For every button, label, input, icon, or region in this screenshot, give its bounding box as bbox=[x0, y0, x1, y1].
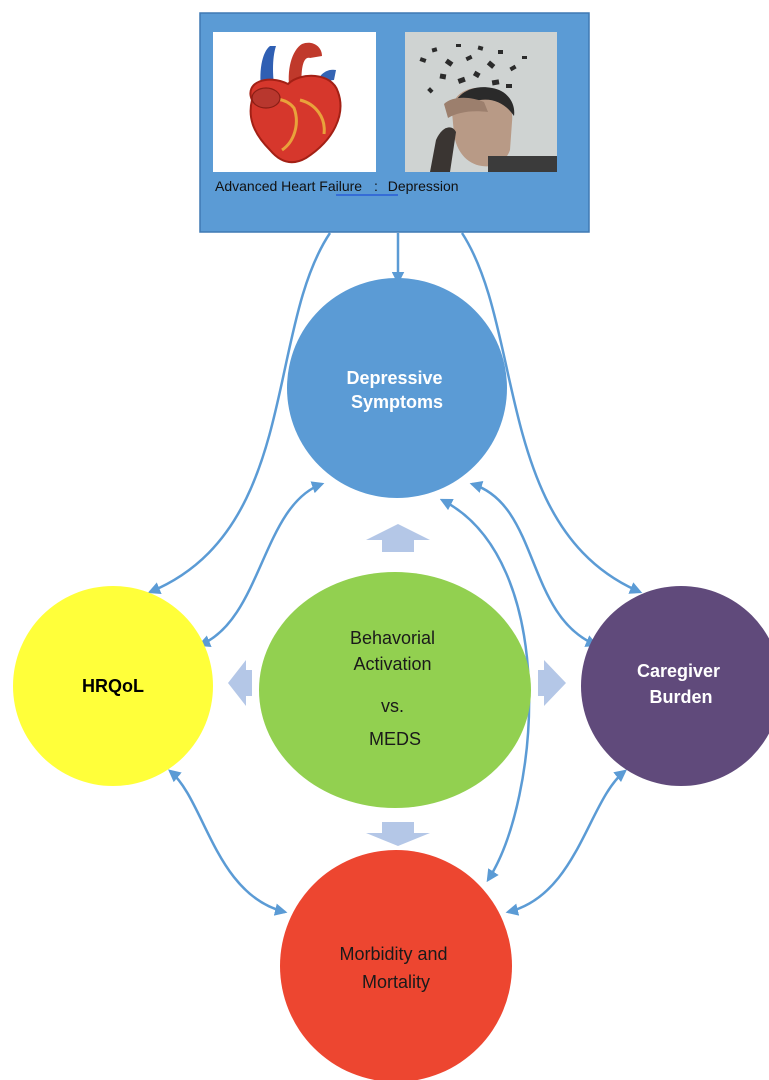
morbidity-line2: Mortality bbox=[362, 972, 430, 992]
arrow-depressive-hrqol bbox=[197, 481, 325, 648]
node-center: Behavorial Activation vs. MEDS bbox=[259, 572, 531, 808]
block-arrow-right bbox=[538, 660, 566, 706]
depressive-line1: Depressive bbox=[346, 368, 442, 388]
depressive-circle bbox=[287, 278, 507, 498]
header-caption: Advanced Heart Failure : Depression bbox=[215, 178, 459, 194]
arrow-caregiver-morbidity bbox=[505, 769, 627, 916]
center-line4: MEDS bbox=[369, 729, 421, 749]
heart-image bbox=[213, 32, 376, 172]
hrqol-circle bbox=[13, 586, 213, 786]
morbidity-line1: Morbidity and bbox=[339, 944, 447, 964]
fragments-icon bbox=[419, 44, 527, 94]
arrow-hrqol-morbidity bbox=[168, 769, 288, 916]
center-line2: Activation bbox=[353, 654, 431, 674]
hand-icon bbox=[444, 97, 488, 118]
caregiver-line1: Caregiver bbox=[637, 661, 720, 681]
depressive-label: Depressive Symptoms bbox=[346, 368, 447, 412]
center-ellipse bbox=[259, 572, 531, 808]
depressive-line2: Symptoms bbox=[351, 392, 443, 412]
heart-coronary-2-icon bbox=[299, 98, 326, 135]
caregiver-label: Caregiver Burden bbox=[637, 661, 725, 707]
arrow-depressive-caregiver bbox=[469, 480, 599, 647]
center-line1: Behavorial bbox=[350, 628, 435, 648]
node-morbidity-mortality: Morbidity and Mortality bbox=[280, 850, 512, 1080]
caption-heart-failure: Advanced Heart Failure bbox=[215, 178, 362, 194]
block-arrow-up bbox=[366, 524, 430, 552]
caregiver-circle bbox=[581, 586, 769, 786]
center-line3: vs. bbox=[381, 696, 404, 716]
caregiver-line2: Burden bbox=[650, 687, 713, 707]
header-box: Advanced Heart Failure : Depression bbox=[199, 12, 590, 233]
shirt-icon bbox=[488, 156, 557, 172]
hair-icon bbox=[452, 87, 515, 116]
node-hrqol: HRQoL bbox=[13, 586, 213, 786]
node-depressive-symptoms: Depressive Symptoms bbox=[287, 278, 507, 498]
block-arrow-down bbox=[366, 822, 430, 846]
block-arrow-left bbox=[228, 660, 252, 706]
hrqol-label: HRQoL bbox=[82, 676, 144, 696]
morbidity-circle bbox=[280, 850, 512, 1080]
block-arrows bbox=[228, 524, 566, 846]
caption-separator: : bbox=[374, 178, 378, 194]
center-label: Behavorial Activation vs. MEDS bbox=[350, 628, 440, 749]
depression-image bbox=[405, 32, 557, 172]
arm-icon bbox=[430, 127, 456, 172]
morbidity-label: Morbidity and Mortality bbox=[339, 944, 452, 992]
heart-atrium-icon bbox=[251, 87, 281, 109]
node-caregiver-burden: Caregiver Burden bbox=[581, 586, 769, 786]
caption-depression: Depression bbox=[388, 178, 459, 194]
